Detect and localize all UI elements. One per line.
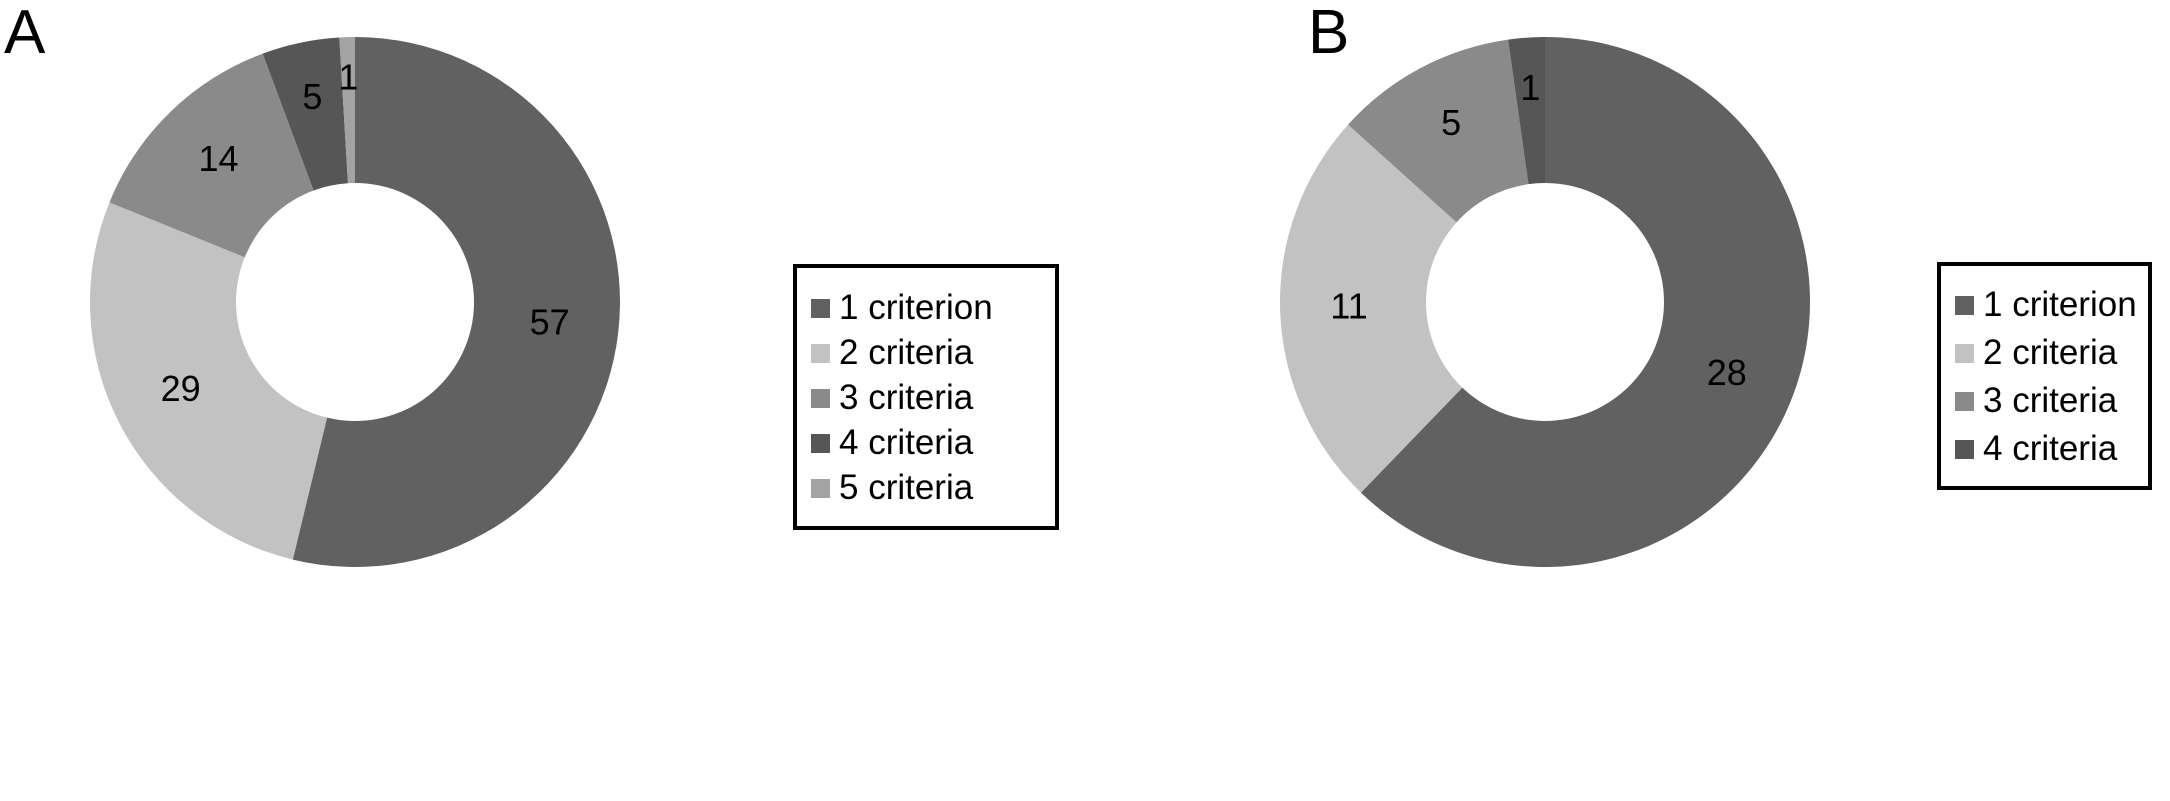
legend-b: 1 criterion 2 criteria 3 criteria 4 criteri… bbox=[1937, 262, 2152, 490]
legend-a: 1 criterion 2 criteria 3 criteria 4 criteri… bbox=[793, 264, 1059, 530]
slice-value-label: 28 bbox=[1707, 352, 1747, 393]
panel-a-legend-row[interactable]: 5 criteria bbox=[811, 465, 1037, 510]
panel-a-legend-row[interactable]: 4 criteria bbox=[811, 420, 1037, 465]
panel-a-letter: A bbox=[4, 0, 46, 67]
donut-chart-b: 28 11 5 1 bbox=[1280, 37, 1810, 567]
legend-label: 1 criterion bbox=[1983, 284, 2137, 324]
panel-b-legend-row[interactable]: 3 criteria bbox=[1955, 376, 2130, 424]
slice-value-label: 1 bbox=[1520, 67, 1540, 108]
legend-label: 3 criteria bbox=[839, 377, 974, 417]
panel-b-legend-row[interactable]: 1 criterion bbox=[1955, 280, 2137, 328]
legend-swatch-icon bbox=[1955, 344, 1974, 363]
slice-value-label: 1 bbox=[338, 57, 358, 98]
donut-chart-b-svg: 28 11 5 1 bbox=[1280, 37, 1810, 567]
panel-a-legend-row[interactable]: 1 criterion bbox=[811, 285, 1037, 330]
panel-b-letter: B bbox=[1308, 0, 1350, 67]
legend-swatch-icon bbox=[811, 389, 830, 408]
legend-label: 2 criteria bbox=[1983, 332, 2118, 372]
slice-value-label: 14 bbox=[198, 138, 238, 179]
legend-label: 4 criteria bbox=[839, 422, 974, 462]
panel-b-legend-row[interactable]: 2 criteria bbox=[1955, 328, 2130, 376]
slice-value-label: 5 bbox=[1441, 102, 1461, 143]
donut-slice[interactable] bbox=[1508, 37, 1545, 185]
legend-swatch-icon bbox=[811, 479, 830, 498]
slice-value-label: 57 bbox=[530, 302, 570, 343]
legend-label: 2 criteria bbox=[839, 332, 974, 372]
legend-swatch-icon bbox=[1955, 296, 1974, 315]
legend-swatch-icon bbox=[1955, 440, 1974, 459]
panel-b: B 28 11 5 1 1 criterion 2 criteria 3 criteria… bbox=[1085, 0, 2170, 801]
legend-swatch-icon bbox=[1955, 392, 1974, 411]
legend-label: 4 criteria bbox=[1983, 428, 2118, 468]
donut-slice[interactable] bbox=[109, 53, 314, 258]
donut-slice[interactable] bbox=[262, 37, 348, 191]
donut-slice[interactable] bbox=[1280, 124, 1463, 493]
panel-b-legend-row[interactable]: 4 criteria bbox=[1955, 424, 2130, 472]
legend-label: 5 criteria bbox=[839, 467, 974, 507]
donut-slice[interactable] bbox=[292, 37, 620, 567]
slice-value-label: 29 bbox=[161, 368, 201, 409]
legend-swatch-icon bbox=[811, 434, 830, 453]
legend-label: 1 criterion bbox=[839, 287, 993, 327]
slice-value-label: 11 bbox=[1330, 285, 1367, 326]
panel-a-legend-row[interactable]: 2 criteria bbox=[811, 330, 1037, 375]
legend-swatch-icon bbox=[811, 344, 830, 363]
donut-slice[interactable] bbox=[1348, 39, 1529, 223]
legend-label: 3 criteria bbox=[1983, 380, 2118, 420]
panel-a-legend-row[interactable]: 3 criteria bbox=[811, 375, 1037, 420]
donut-slice[interactable] bbox=[90, 202, 328, 560]
legend-swatch-icon bbox=[811, 299, 830, 318]
donut-slice[interactable] bbox=[339, 37, 355, 184]
slice-value-label: 5 bbox=[302, 76, 322, 117]
donut-slice[interactable] bbox=[1360, 37, 1810, 567]
